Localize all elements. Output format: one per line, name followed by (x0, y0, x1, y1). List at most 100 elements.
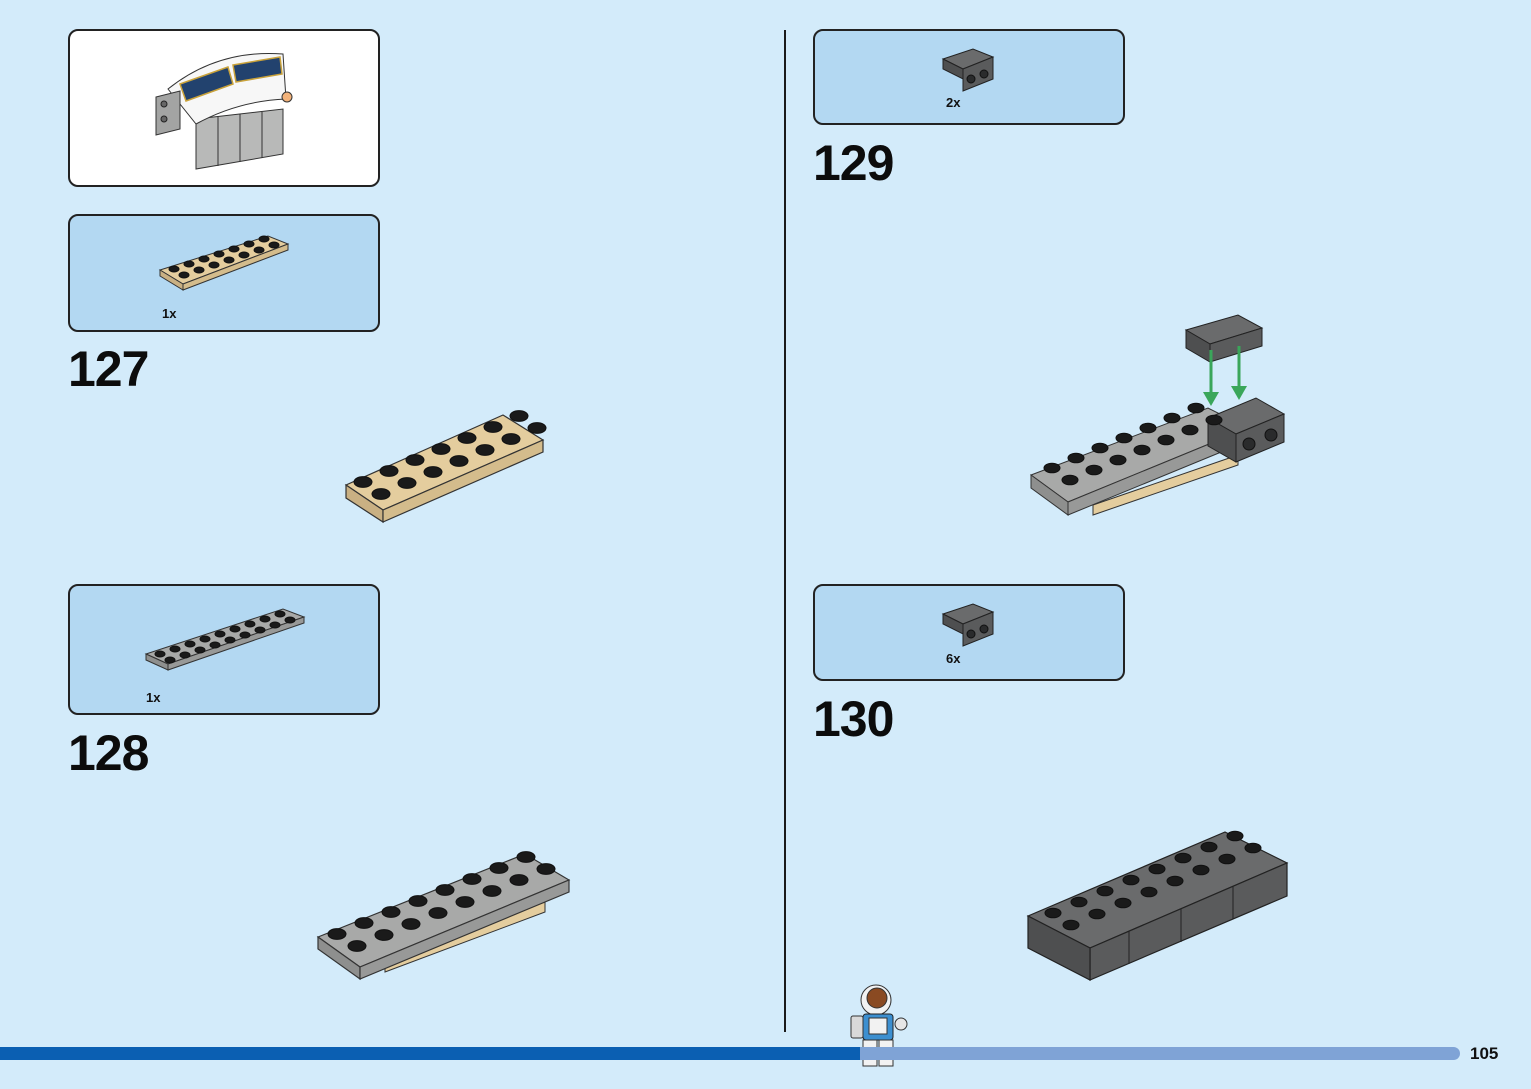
gray-plate-icon (144, 608, 306, 671)
stud (284, 616, 296, 624)
stud (199, 635, 211, 643)
stud (1091, 442, 1109, 454)
step-number-127: 127 (68, 341, 149, 397)
stud (449, 455, 469, 467)
parts-qty: 6x (946, 651, 961, 666)
stud (243, 240, 255, 248)
stud (223, 256, 235, 264)
stud (431, 443, 451, 455)
stud (509, 410, 529, 422)
stud (1062, 919, 1080, 931)
stud (482, 885, 502, 897)
stud (193, 266, 205, 274)
stud (401, 918, 421, 930)
stud (179, 651, 191, 659)
stud (1244, 842, 1262, 854)
stud (169, 645, 181, 653)
stud (1115, 432, 1133, 444)
stud (516, 851, 536, 863)
stud (274, 610, 286, 618)
page-divider (784, 30, 786, 1032)
stud (1157, 434, 1175, 446)
tan-plate-assembly-icon (344, 410, 547, 524)
step-number-128: 128 (68, 725, 149, 781)
stud (1085, 464, 1103, 476)
stud (1192, 864, 1210, 876)
stud (1114, 897, 1132, 909)
stud (208, 261, 220, 269)
stud (198, 255, 210, 263)
parts-qty: 2x (946, 95, 961, 110)
bracket-assembly-icon (1029, 314, 1286, 516)
parts-box-130: 6x (813, 584, 1125, 681)
stud (483, 421, 503, 433)
stud (1044, 907, 1062, 919)
stud (408, 895, 428, 907)
stud (435, 884, 455, 896)
stud (1226, 830, 1244, 842)
stud (1163, 412, 1181, 424)
stud (1140, 886, 1158, 898)
stud (258, 235, 270, 243)
stud (209, 641, 221, 649)
stud (457, 432, 477, 444)
stud (1174, 852, 1192, 864)
parts-box-129: 2x (813, 29, 1125, 125)
stud (1181, 424, 1199, 436)
stud (397, 477, 417, 489)
stud (1148, 863, 1166, 875)
stud (1043, 462, 1061, 474)
parts-box-128: 1x (68, 584, 380, 715)
stud (1200, 841, 1218, 853)
parts-box-127: 1x (68, 214, 380, 332)
stud (1218, 853, 1236, 865)
stud (381, 906, 401, 918)
stud (1133, 444, 1151, 456)
stud (1096, 885, 1114, 897)
stud (238, 251, 250, 259)
stud (501, 433, 521, 445)
stud (224, 636, 236, 644)
step-number-129: 129 (813, 135, 894, 191)
stud (253, 246, 265, 254)
stud (1205, 414, 1223, 426)
stud (327, 928, 347, 940)
stud (214, 630, 226, 638)
tan-plate-icon (158, 235, 290, 291)
step-number-130: 130 (813, 691, 894, 747)
stud (168, 265, 180, 273)
submodel-preview-box (68, 29, 380, 187)
stud (1067, 452, 1085, 464)
stud (455, 896, 475, 908)
stud (254, 626, 266, 634)
stud (259, 615, 271, 623)
parts-qty: 1x (146, 690, 161, 705)
stud (354, 917, 374, 929)
bracket-icon (941, 603, 995, 647)
stud (1187, 402, 1205, 414)
stud (423, 466, 443, 478)
bracket-row-assembly-icon (1026, 830, 1289, 981)
stud (475, 444, 495, 456)
stud (509, 874, 529, 886)
stud (183, 260, 195, 268)
stud (184, 640, 196, 648)
stud (228, 245, 240, 253)
stud (269, 621, 281, 629)
stud (154, 650, 166, 658)
stud (194, 646, 206, 654)
stud (1166, 875, 1184, 887)
stud (536, 863, 556, 875)
gray-plate-assembly-icon (316, 851, 571, 981)
stud (1139, 422, 1157, 434)
stud (1070, 896, 1088, 908)
stud (428, 907, 448, 919)
stud (489, 862, 509, 874)
stud (405, 454, 425, 466)
stud (268, 241, 280, 249)
stud (371, 488, 391, 500)
submodel-preview-icon (155, 52, 293, 170)
stud (462, 873, 482, 885)
progress-bar-filled (0, 1047, 860, 1060)
bracket-icon (941, 48, 995, 92)
